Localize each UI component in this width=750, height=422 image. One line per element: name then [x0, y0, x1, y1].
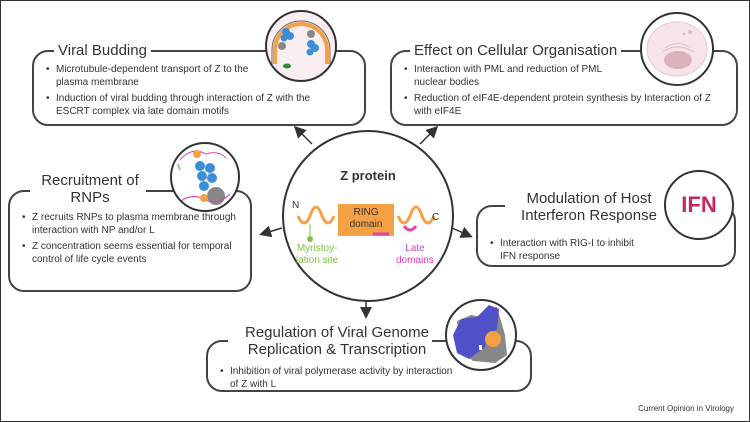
- ring-label-1: RING: [353, 207, 379, 218]
- replication-bullet-1: Inhibition of viral polymerase activity …: [218, 366, 458, 391]
- recruitment-bullets: Z recruits RNPs to plasma membrane throu…: [20, 212, 240, 270]
- late-domains-label-1: Late: [405, 243, 425, 254]
- late-domains-label-2: domains: [396, 255, 434, 266]
- replication-title: Regulation of Viral Genome Replication &…: [228, 324, 446, 358]
- myristoylation-label-1: Myristoy-: [296, 243, 338, 254]
- cellular-organisation-bullet-2: Reduction of eIF4E-dependent protein syn…: [402, 93, 714, 118]
- viral-budding-title-line: [158, 50, 268, 52]
- recruitment-bullet-1: Z recruits RNPs to plasma membrane throu…: [20, 212, 240, 237]
- cellular-organisation-bullets: Interaction with PML and reduction of PM…: [402, 64, 732, 122]
- arrow-to-interferon: [451, 226, 473, 238]
- replication-title-line-2: Replication & Transcription: [247, 341, 427, 358]
- myristoylation-label: Myristoy- lation site: [296, 243, 338, 267]
- polymerase-icon: [445, 299, 517, 371]
- viral-budding-title: Viral Budding: [54, 42, 151, 59]
- recruitment-title-line: [146, 190, 176, 192]
- replication-title-line-1: Regulation of Viral Genome: [245, 324, 429, 341]
- myristoylation-dot: [307, 236, 313, 242]
- myristoylation-label-2: lation site: [296, 255, 339, 266]
- cell-icon: [640, 12, 714, 86]
- c-terminus-label: C: [432, 212, 440, 223]
- interferon-title: Modulation of Host Interferon Response: [505, 190, 673, 224]
- arrow-to-cellular-organisation: [419, 125, 439, 145]
- viral-budding-bullet-1: Microtubule-dependent transport of Z to …: [44, 64, 276, 89]
- recruitment-title: Recruitment of RNPs: [30, 172, 150, 206]
- ring-label-2: domain: [349, 219, 383, 230]
- ring-domain-label: RING domain: [338, 207, 394, 231]
- late-domains-label: Late domains: [396, 243, 434, 267]
- journal-caption: Current Opinion in Virology: [638, 404, 734, 413]
- ifn-icon-text: IFN: [681, 192, 717, 217]
- cellular-organisation-title: Effect on Cellular Organisation: [410, 42, 622, 59]
- n-terminus-label: N: [292, 200, 300, 211]
- arrow-to-recruitment: [259, 225, 283, 238]
- z-protein-title: Z protein: [340, 168, 396, 183]
- viral-budding-bullet-2: Induction of viral budding through inter…: [44, 93, 344, 118]
- ring-domain-box: [338, 204, 394, 236]
- cellular-organisation-bullet-1: Interaction with PML and reduction of PM…: [402, 64, 624, 89]
- rnp-icon: [170, 142, 240, 212]
- interferon-title-line-1: Modulation of Host: [526, 190, 652, 207]
- interferon-title-line-2: Interferon Response: [521, 207, 657, 224]
- viral-budding-bullets: Microtubule-dependent transport of Z to …: [44, 64, 344, 122]
- z-protein-diagram: [296, 204, 436, 242]
- ifn-icon: IFN: [664, 170, 734, 240]
- recruitment-bullet-2: Z concentration seems essential for temp…: [20, 241, 240, 266]
- replication-bullets: Inhibition of viral polymerase activity …: [218, 366, 458, 395]
- replication-title-line: [432, 340, 450, 342]
- interferon-bullet-1: Interaction with RIG-I to inhibit IFN re…: [488, 238, 648, 263]
- budding-icon: [265, 10, 337, 82]
- interferon-bullets: Interaction with RIG-I to inhibit IFN re…: [488, 238, 648, 267]
- recruitment-title-line-1: Recruitment of: [41, 172, 139, 189]
- arrow-to-viral-budding: [293, 125, 313, 145]
- recruitment-title-line-2: RNPs: [70, 189, 110, 206]
